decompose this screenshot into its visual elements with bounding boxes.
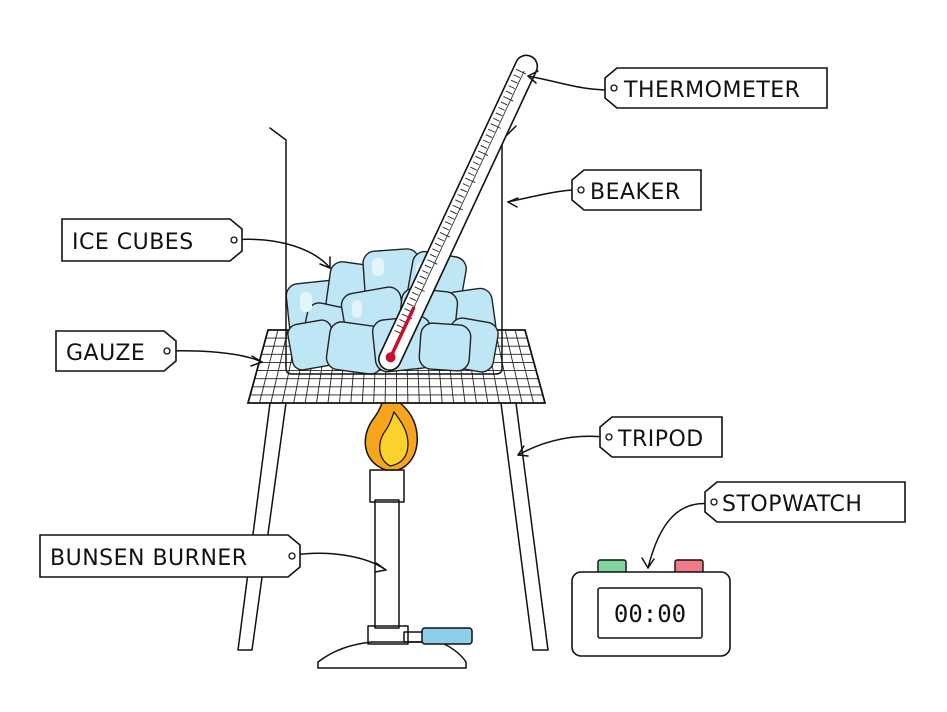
bunsen-burner-label: BUNSEN BURNER [50, 546, 248, 571]
tripod-label: TRIPOD [617, 427, 704, 452]
stopwatch: 00:00 [571, 559, 731, 657]
label-tripod: TRIPOD [599, 416, 723, 458]
ice-cubes-label: ICE CUBES [72, 230, 194, 255]
stopwatch-display: 00:00 [614, 600, 686, 628]
gauze-label: GAUZE [66, 341, 145, 366]
ice-cubes [285, 248, 499, 375]
tripod [237, 402, 549, 651]
mercury-column [388, 306, 416, 360]
thermometer-label: THERMOMETER [623, 78, 800, 103]
beaker [269, 125, 517, 375]
label-gauze: GAUZE [55, 330, 177, 372]
label-beaker: BEAKER [571, 169, 702, 211]
label-ice-cubes: ICE CUBES [61, 218, 243, 262]
label-stopwatch: STOPWATCH [704, 481, 906, 523]
bunsen-burner [317, 385, 473, 669]
beaker-label: BEAKER [590, 180, 681, 205]
leader-lines [164, 70, 713, 573]
thermometer-bulb [385, 352, 396, 363]
thermometer [378, 54, 539, 371]
gas-tube [421, 627, 473, 645]
stopwatch-label: STOPWATCH [722, 492, 862, 517]
label-bunsen-burner: BUNSEN BURNER [39, 534, 301, 578]
label-thermometer: THERMOMETER [604, 67, 828, 109]
